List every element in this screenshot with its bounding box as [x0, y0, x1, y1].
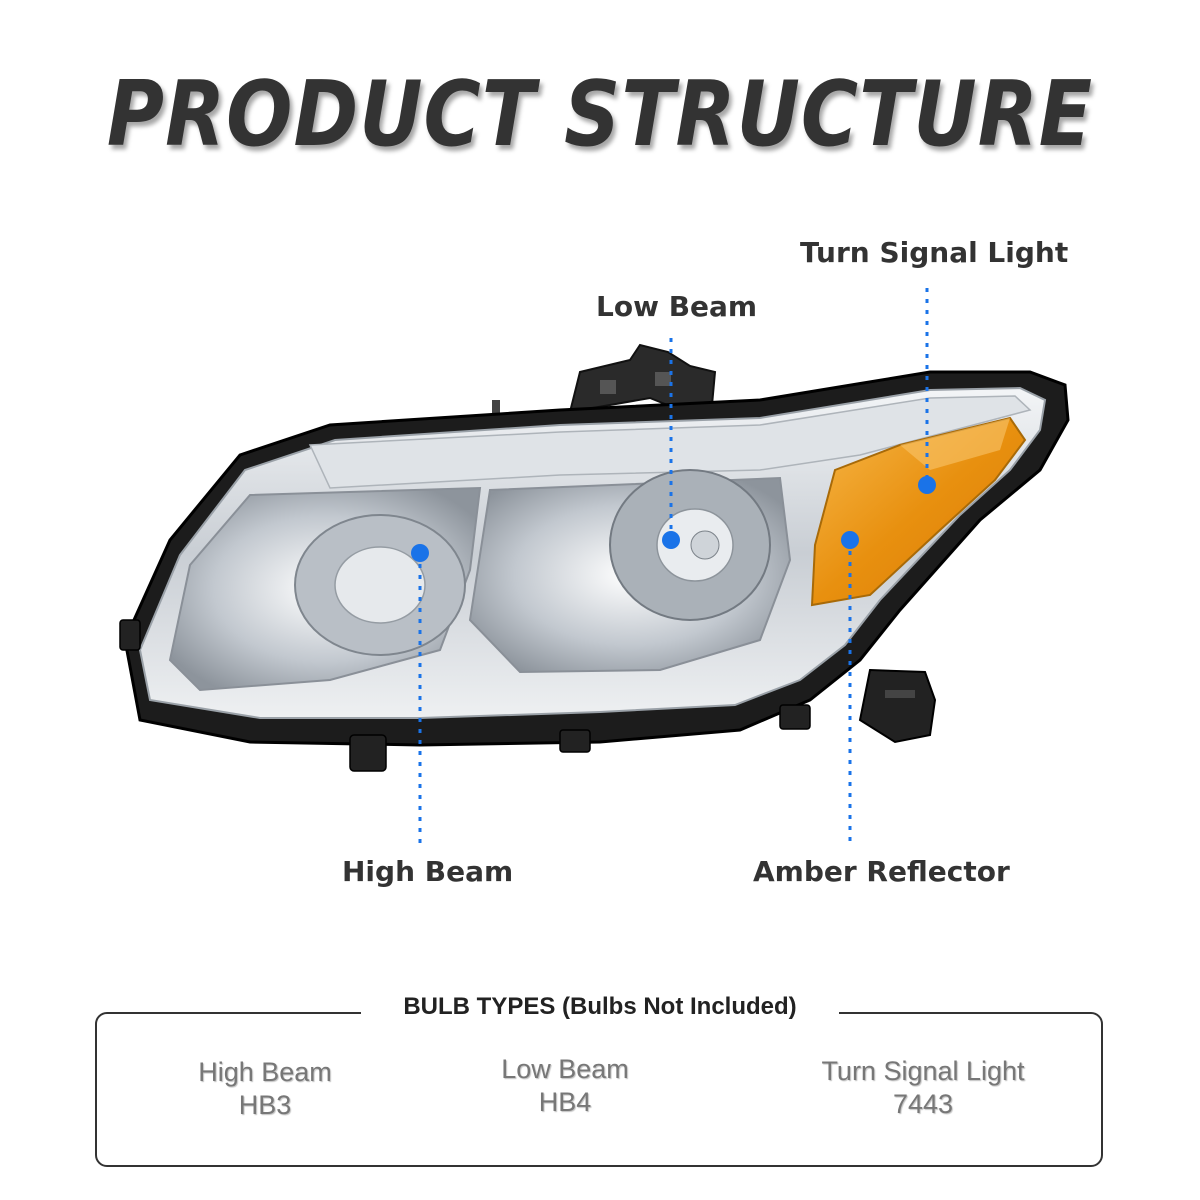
bulb-name: High Beam	[198, 1057, 332, 1087]
bulb-code: HB3	[238, 1090, 292, 1120]
bulb-types-heading: BULB TYPES (Bulbs Not Included)	[361, 993, 839, 1021]
callout-low-beam: Low Beam	[596, 290, 758, 323]
callout-turn-signal-light: Turn Signal Light	[800, 236, 1069, 269]
turn-signal-pointer-dot	[918, 476, 936, 494]
low-beam-reflector	[468, 469, 792, 674]
bulb-code: 7443	[892, 1089, 954, 1119]
bulb-type-high-beam: High Beam HB3	[105, 1056, 425, 1122]
high-beam-reflector	[168, 486, 482, 692]
callout-amber-reflector: Amber Reflector	[753, 855, 1010, 888]
callout-high-beam: High Beam	[342, 855, 514, 888]
wire-connector	[858, 668, 937, 744]
amber-reflector-pointer-dot	[841, 531, 859, 549]
bulb-type-low-beam: Low Beam HB4	[405, 1053, 725, 1119]
low-beam-pointer-dot	[662, 531, 680, 549]
page-title: PRODUCT STRUCTURE	[106, 63, 1094, 167]
high-beam-pointer-dot	[411, 544, 429, 562]
bulb-type-turn-signal: Turn Signal Light 7443	[763, 1055, 1083, 1121]
bulb-name: Low Beam	[501, 1054, 629, 1084]
bulb-name: Turn Signal Light	[821, 1056, 1025, 1086]
bulb-code: HB4	[538, 1087, 592, 1117]
pointer-lines	[418, 288, 929, 848]
